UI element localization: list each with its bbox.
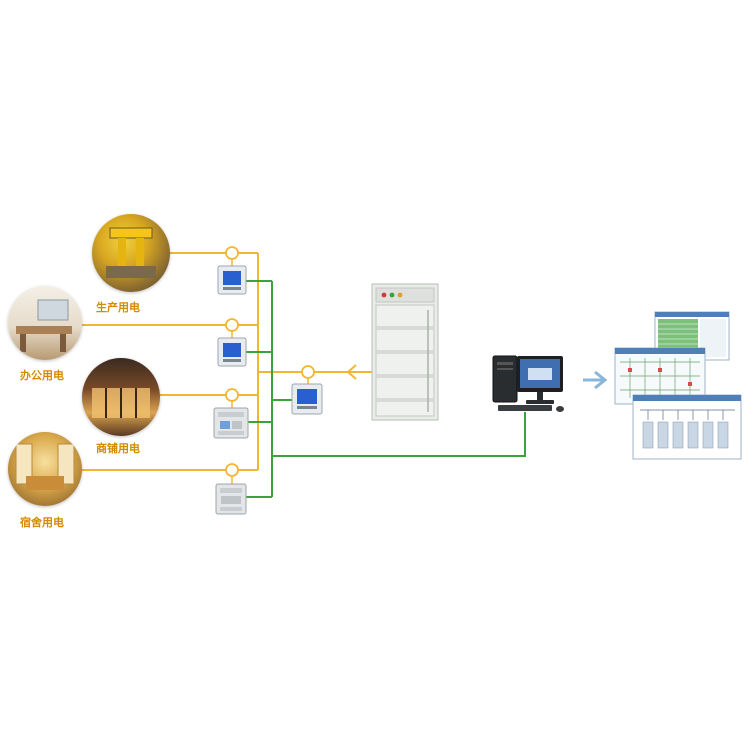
meter-production: [217, 265, 247, 295]
meter-shop: [213, 407, 249, 439]
software-screen-3: [632, 394, 742, 460]
bedroom-photo: [8, 432, 82, 506]
production-photo: [92, 214, 170, 292]
ct-ring-icon: [225, 463, 239, 477]
storefront-photo: [82, 358, 160, 436]
meter-main: [291, 383, 323, 415]
meter-dorm: [215, 483, 247, 515]
label-office: 办公用电: [20, 369, 64, 382]
comm-to-pc-line: [272, 412, 526, 457]
ct-ring-icon: [225, 318, 239, 332]
arrow-head-icon: [594, 370, 608, 390]
feed-arrow-icon: [346, 364, 357, 380]
label-dorm: 宿舍用电: [20, 516, 64, 529]
meter-office: [217, 337, 247, 367]
ct-ring-icon: [301, 365, 315, 379]
ct-ring-icon: [225, 246, 239, 260]
computer-workstation: [492, 355, 564, 412]
comm-lines: [246, 280, 526, 498]
office-photo: [8, 286, 82, 360]
distribution-cabinet: [371, 283, 439, 421]
ct-ring-icon: [225, 388, 239, 402]
label-production: 生产用电: [96, 301, 140, 314]
label-shop: 商铺用电: [96, 442, 140, 455]
